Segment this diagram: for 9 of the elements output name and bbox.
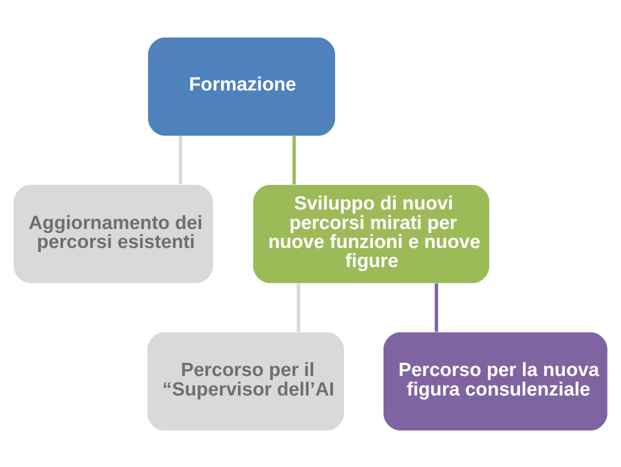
- connector: [292, 136, 296, 184]
- connector: [178, 136, 182, 184]
- node-box: Sviluppo di nuovi percorsi mirati per nuove funzioni e nuove figure: [253, 184, 490, 283]
- connector: [296, 283, 300, 332]
- connector: [434, 283, 438, 332]
- node-box: Percorso per la nuova figura consulenziale: [384, 332, 608, 430]
- node-box: Formazione: [148, 36, 336, 136]
- node-box: Aggiornamento dei percorsi esistenti: [14, 184, 213, 283]
- node-box: Percorso per il “Supervisor dell’AI: [147, 332, 344, 430]
